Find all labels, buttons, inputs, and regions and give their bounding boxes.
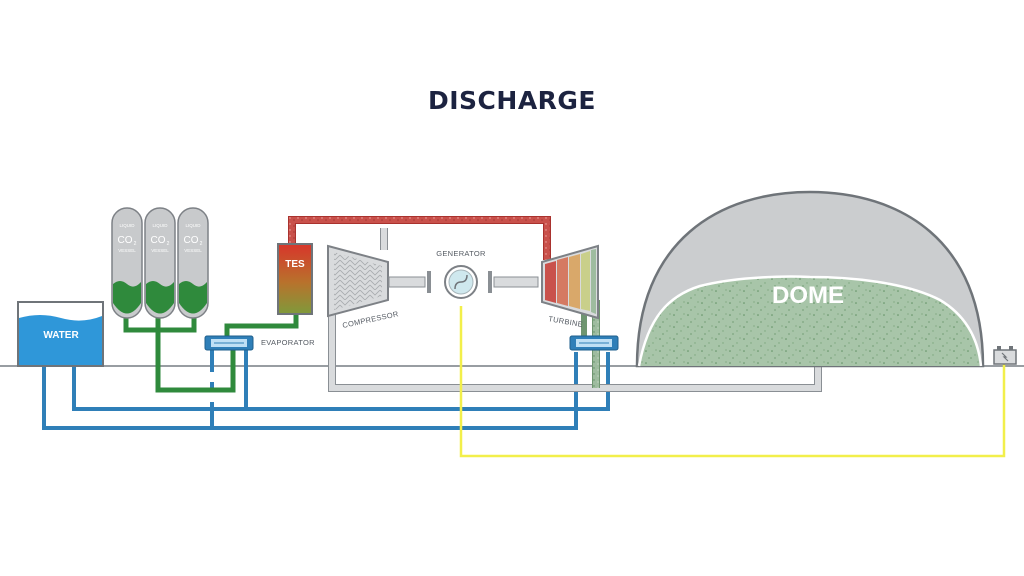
vessel-2-co-label: CO: [151, 235, 166, 246]
dome-label: DOME: [772, 282, 844, 309]
diagram-title: DISCHARGE: [427, 86, 597, 115]
liquid-co2-pipes: [123, 314, 299, 393]
heat-exchanger-right: [569, 335, 619, 351]
tes-unit: TES: [277, 243, 313, 315]
vessel-2-sub-label: 2: [167, 241, 170, 247]
water-label: WATER: [43, 330, 79, 341]
turbine-label: TURBINE: [548, 314, 584, 329]
co2-vessels: LIQUID CO 2 VESSEL LIQUID CO 2 VESSEL LI…: [111, 207, 209, 319]
compressor-label: COMPRESSOR: [342, 309, 400, 330]
evaporator: EVAPORATOR: [204, 335, 315, 351]
co2-vessel-1: LIQUID CO 2 VESSEL: [111, 207, 143, 319]
vessel-2-vessel-label: VESSEL: [151, 248, 169, 253]
vessel-3-vessel-label: VESSEL: [184, 248, 202, 253]
gas-pipes: [328, 228, 822, 392]
tes-label: TES: [285, 259, 305, 270]
shaft: [388, 271, 539, 293]
co2-vessel-2: LIQUID CO 2 VESSEL: [144, 207, 176, 319]
vessel-1-sub-label: 2: [134, 241, 137, 247]
co2-vessel-3: LIQUID CO 2 VESSEL: [177, 207, 209, 319]
hot-gas-pipe: [288, 216, 551, 260]
dome: DOME: [635, 190, 985, 368]
vessel-3-co-label: CO: [184, 235, 199, 246]
compressor: COMPRESSOR: [327, 244, 400, 330]
vessel-1-liquid-label: LIQUID: [119, 223, 135, 228]
evaporator-label: EVAPORATOR: [261, 338, 315, 347]
power-line: [459, 306, 1006, 458]
vessel-3-liquid-label: LIQUID: [185, 223, 201, 228]
generator: GENERATOR: [436, 249, 486, 299]
generator-label: GENERATOR: [436, 249, 486, 258]
water-tank: WATER: [17, 301, 104, 367]
vessel-2-liquid-label: LIQUID: [152, 223, 168, 228]
vessel-1-co-label: CO: [118, 235, 133, 246]
vessel-3-sub-label: 2: [200, 241, 203, 247]
grid-connection-icon: [993, 346, 1017, 365]
turbine: TURBINE: [541, 244, 599, 329]
vessel-1-vessel-label: VESSEL: [118, 248, 136, 253]
